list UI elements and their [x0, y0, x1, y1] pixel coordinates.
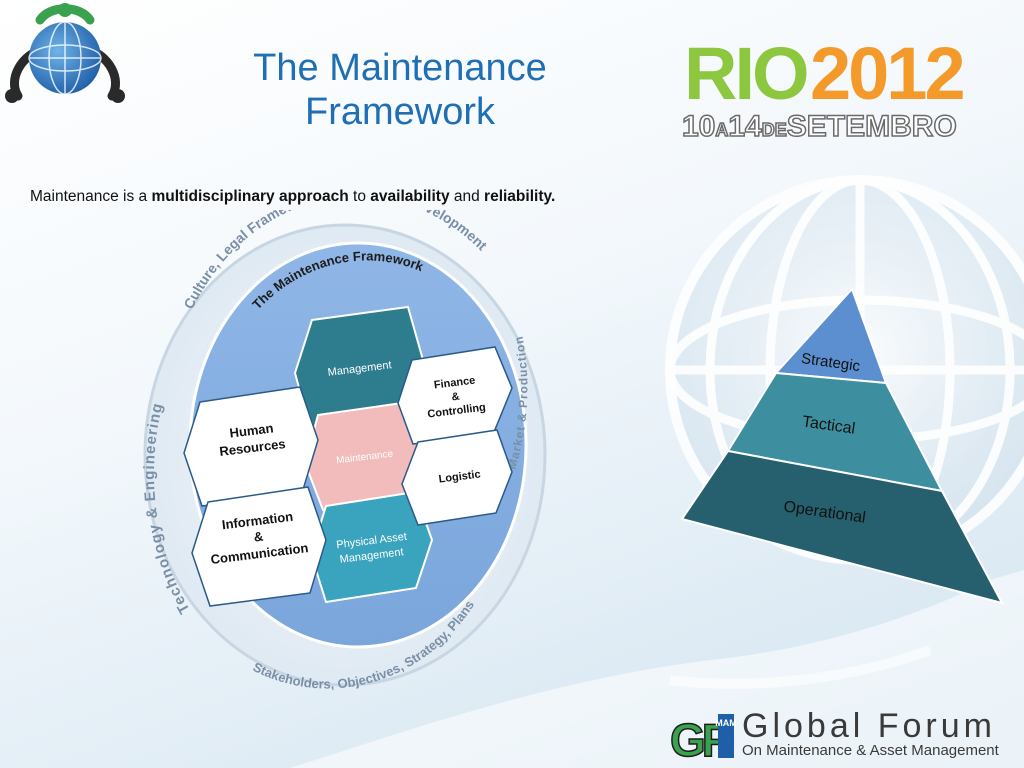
- rio-logo-month: SETEMBRO: [787, 110, 957, 143]
- strategy-pyramid: Strategic Tactical Operational: [676, 285, 1006, 607]
- intro-text-1: Maintenance is a: [30, 188, 152, 205]
- rio-logo-a: A: [715, 120, 728, 140]
- gf-mark-sub-letters: MAM: [715, 718, 736, 728]
- intro-text-3: and: [450, 188, 484, 205]
- hex-finance-label-2: &: [451, 391, 460, 404]
- rio-logo-de: DE: [762, 120, 787, 140]
- rio-logo-day-start: 10: [682, 110, 715, 143]
- pyramid-level-operational: [682, 451, 1002, 603]
- gf-mam-mark: GF MAM: [670, 712, 736, 760]
- intro-bold-reliability: reliability.: [484, 188, 555, 205]
- intro-text-2: to: [349, 188, 371, 205]
- gf-tagline: On Maintenance & Asset Management: [742, 742, 999, 760]
- rio-logo-year: 2012: [810, 34, 963, 114]
- rio-logo-dates: 10A14DESETEMBRO: [682, 110, 957, 147]
- rio-2012-logo: RIO 2012 10A14DESETEMBRO: [680, 34, 980, 146]
- title-line-1: The Maintenance: [200, 46, 600, 90]
- intro-sentence: Maintenance is a multidisciplinary appro…: [30, 188, 555, 206]
- hex-ic-label-2: &: [253, 529, 264, 545]
- title-line-2: Framework: [200, 90, 600, 134]
- rio-logo-rio: RIO: [684, 34, 807, 114]
- intro-bold-multidisciplinary: multidisciplinary approach: [152, 188, 349, 205]
- intro-bold-availability: availability: [370, 188, 449, 205]
- rio-logo-day-end: 14: [728, 110, 761, 143]
- page-title: The Maintenance Framework: [200, 46, 600, 134]
- organization-logo: [0, 0, 130, 110]
- gf-wordmark: Global Forum: [742, 708, 996, 744]
- maintenance-framework-diagram: Culture, Legal Framework, Sustainable De…: [130, 210, 550, 690]
- global-forum-logo: GF MAM Global Forum On Maintenance & Ass…: [670, 708, 1020, 766]
